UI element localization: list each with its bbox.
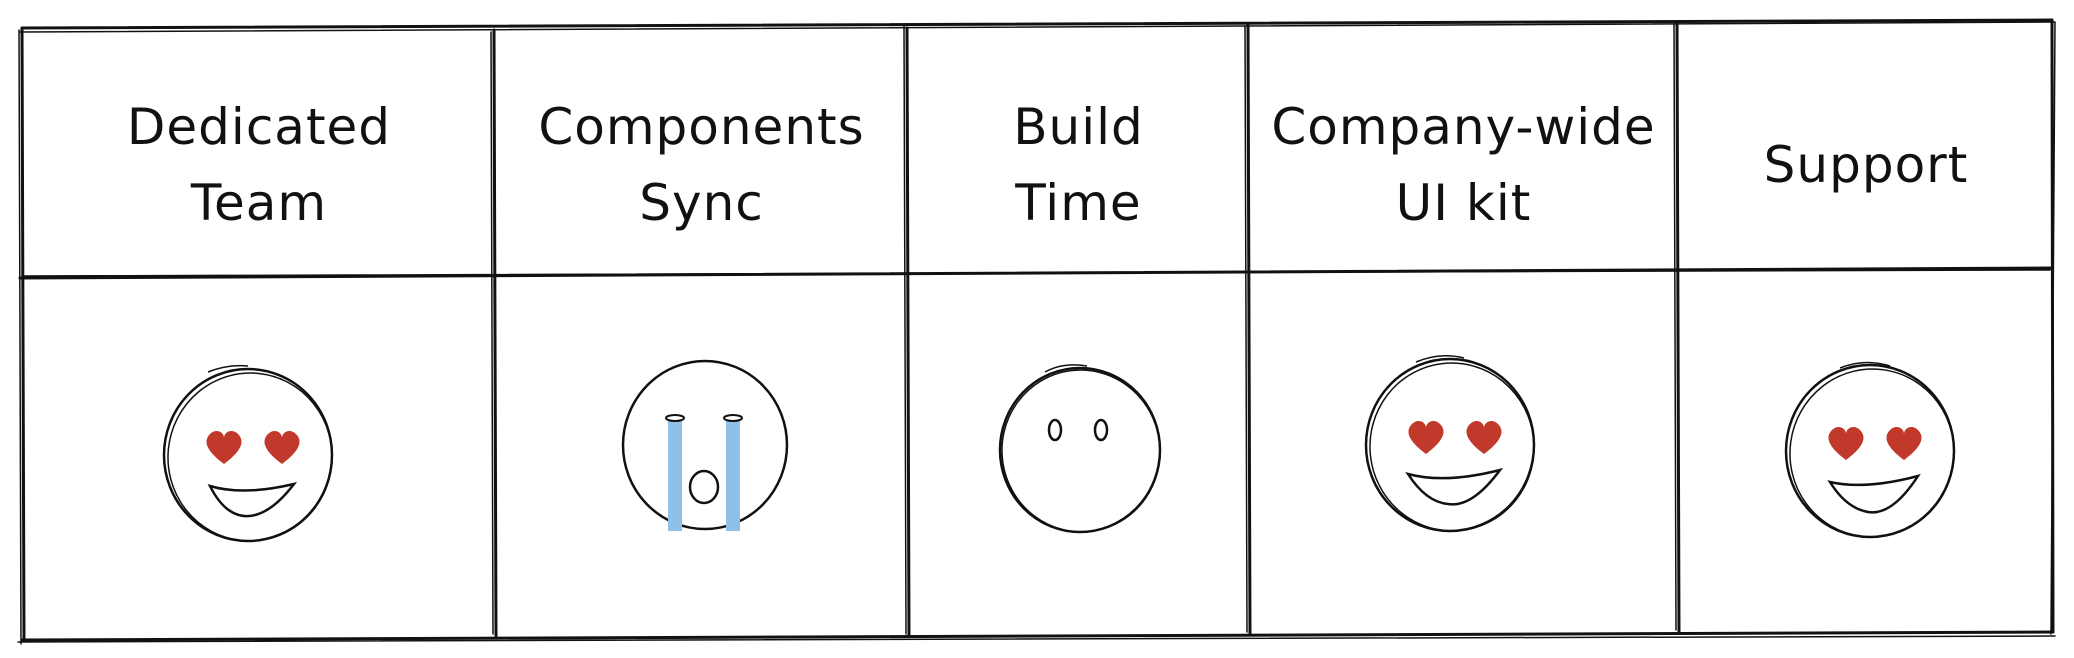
header-dedicated-team: Dedicated Team bbox=[126, 98, 392, 232]
heart-eyes-face-icon bbox=[158, 360, 338, 550]
heart-eyes-face-icon bbox=[1780, 356, 1960, 546]
header-company-wide-ui-kit: Company-wide UI kit bbox=[1271, 98, 1656, 232]
crying-face-icon bbox=[618, 355, 792, 535]
header-build-time: Build Time bbox=[1013, 98, 1144, 232]
neutral-face-icon bbox=[995, 358, 1165, 538]
header-components-sync: Components Sync bbox=[538, 98, 865, 232]
heart-eyes-face-icon bbox=[1360, 350, 1540, 540]
header-support: Support bbox=[1763, 136, 1969, 194]
